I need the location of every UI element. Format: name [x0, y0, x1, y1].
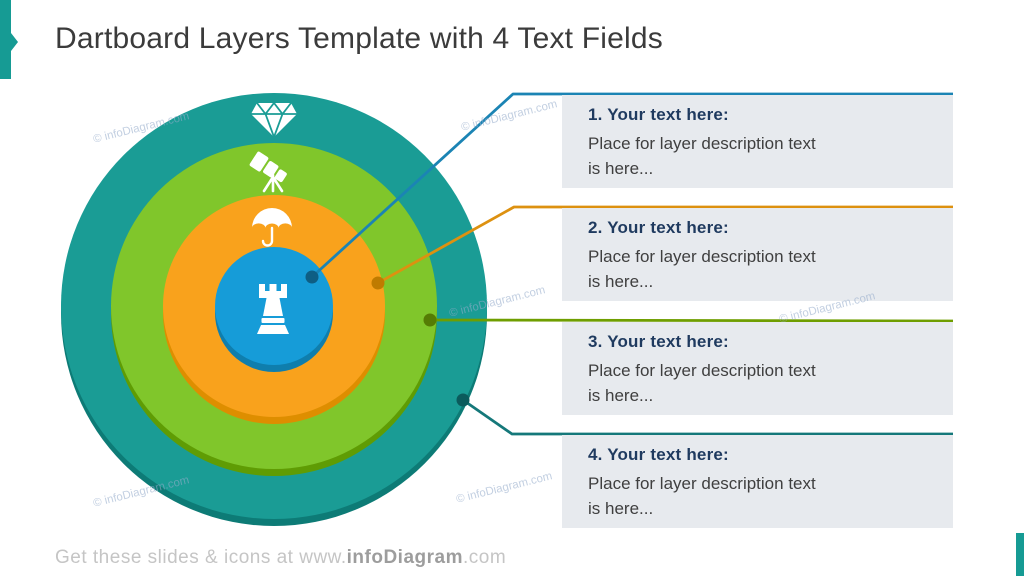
connector-line-1 — [311, 92, 953, 279]
connector-line-4 — [462, 398, 953, 436]
callout-4: 4. Your text here: Place for layer descr… — [562, 435, 953, 528]
connector-dot-1 — [305, 270, 319, 284]
footer-suffix: .com — [462, 547, 507, 568]
left-accent-ribbon — [0, 0, 18, 79]
callout-4-body: Place for layer description text is here… — [588, 474, 816, 518]
connector-dot-2 — [371, 276, 385, 290]
page-title: Dartboard Layers Template with 4 Text Fi… — [55, 22, 663, 55]
connector-dot-3 — [423, 313, 437, 327]
callout-1-body: Place for layer description text is here… — [588, 134, 816, 178]
callout-2-title: 2. Your text here: — [588, 218, 729, 237]
callout-3-title: 3. Your text here: — [588, 332, 729, 351]
connector-line-2 — [377, 205, 953, 285]
right-accent-bar — [1016, 533, 1024, 576]
connector-dot-4 — [456, 393, 470, 407]
umbrella-icon — [252, 208, 292, 247]
footer-prefix: Get these slides & icons at www. — [55, 547, 347, 568]
footer-brand: infoDiagram — [346, 547, 463, 568]
callout-4-title: 4. Your text here: — [588, 445, 729, 464]
connector-line-3 — [429, 318, 954, 323]
telescope-icon — [249, 151, 287, 193]
callout-2-body: Place for layer description text is here… — [588, 247, 816, 291]
callout-2: 2. Your text here: Place for layer descr… — [562, 208, 953, 301]
diamond-icon — [251, 101, 297, 140]
callout-3-body: Place for layer description text is here… — [588, 361, 816, 405]
rook-icon — [257, 284, 289, 334]
callout-3: 3. Your text here: Place for layer descr… — [562, 322, 953, 415]
callout-1-title: 1. Your text here: — [588, 105, 729, 124]
footer: Get these slides & icons at www.infoDiag… — [55, 547, 506, 569]
callout-1: 1. Your text here: Place for layer descr… — [562, 95, 953, 188]
